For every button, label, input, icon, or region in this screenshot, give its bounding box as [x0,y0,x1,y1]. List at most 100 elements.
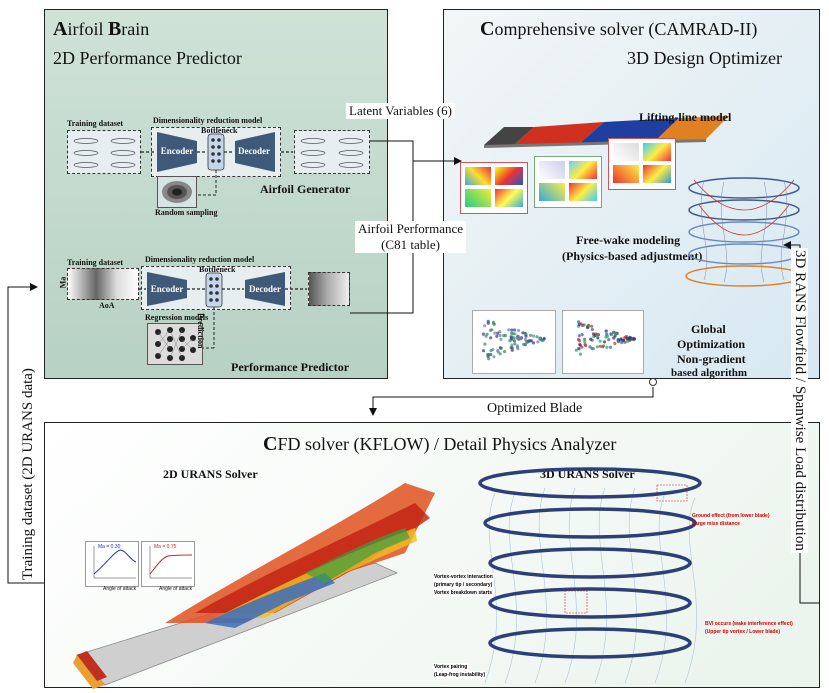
scatter-point [523,337,527,341]
scatter-point [510,343,514,347]
scatter-point [577,346,581,351]
scatter-point [498,346,502,350]
lifting-line-label: Lifting-line model [639,110,732,124]
airfoil-performance-label: Airfoil Performance (C81 table) [355,221,467,253]
scatter-point [512,339,516,343]
scatter-point [519,337,523,341]
scatter-point [538,337,542,341]
scatter-point [496,331,500,335]
gen-training-dataset-label: Training dataset [67,119,124,128]
scatter-point [502,334,506,338]
scatter-point [594,332,598,336]
aoa-axis-label-2: Angle of attack [159,586,193,592]
scatter-point [499,337,503,341]
scatter-point [524,334,528,338]
scatter-point [596,336,600,340]
scatter-point [527,339,531,343]
pred-aoa-label: AoA [99,301,115,310]
scatter-point [522,342,526,346]
scatter-point [493,331,497,335]
pred-training-map [67,268,139,300]
random-sampling-label: Random sampling [155,208,218,217]
pred-encoder-shape [139,272,307,349]
scatter-point [598,339,602,343]
scatter-plot-2 [562,310,644,374]
aoa-axis-label-1: Angle of attack [103,586,137,592]
scatter-point [595,345,599,349]
scatter-point [609,332,613,336]
scatter-point [496,348,500,353]
free-wake-label-2: (Physics-based adjustment) [562,249,703,263]
annot-primary-tip: (primary tip / secondary) [433,581,494,589]
scatter-point [489,353,493,357]
ma075-label: Ma = 0.75 [154,544,177,550]
scatter-point [623,340,627,344]
scatter-point [507,328,511,332]
scatter-point [510,328,514,332]
scatter-point [626,339,630,343]
scatter-point [577,334,581,338]
scatter-point [529,333,533,337]
scatter-point [491,320,496,324]
scatter-point [481,332,485,336]
annot-vortex-interaction: Vortex-vortex interaction [433,573,494,581]
scatter-point [486,321,490,325]
scatter-point [516,347,520,351]
gen-decoder-label: Decoder [238,146,270,156]
scatter-point [613,334,617,338]
annot-breakdown: Vortex breakdown starts [433,589,493,597]
scatter-point [590,324,594,328]
scatter-point [604,335,608,339]
generated-airfoils-icon [300,138,364,168]
scatter-point [498,333,502,337]
ma030-label: Ma = 0.30 [98,544,121,550]
scatter-point [616,340,620,344]
free-wake-illustration [685,177,803,287]
scatter-point [598,344,602,348]
scatter-point [605,345,609,349]
global-opt-label-1: Global [691,322,726,336]
annot-bvi: BVI occurs (wake interference effect) [705,621,793,627]
solver-subtitle: 3D Design Optimizer [627,48,782,68]
gen-training-dataset-box [67,130,141,174]
global-opt-label-2: Optimization [677,337,745,351]
scatter-point [498,330,502,334]
scatter-point [485,332,489,336]
scatter-point [604,329,608,333]
annot-ground-effect: Ground effect (from lower blade) [692,513,770,519]
scatter-point [589,337,593,341]
gen-dim-reduction-label: Dimensionality reduction model [153,116,263,125]
rotor-blade-illustration [484,116,729,148]
scatter-point [608,345,613,349]
scatter-point [486,353,490,357]
gen-bottleneck-label: Bottleneck [201,126,238,135]
scatter-point [490,328,494,332]
gen-output-box [294,130,370,174]
airfoil-brain-panel: Airfoil Brain 2D Performance Predictor T… [44,9,388,379]
scatter-point [503,350,507,354]
scatter-point [607,338,611,342]
cl-plot-ma030: Ma = 0.30 [85,541,139,587]
scatter-point [515,336,519,340]
latent-variables-label: Latent Variables (6) [346,103,455,119]
scatter-point [591,347,595,351]
scatter-point [580,323,584,327]
scatter-point [601,345,605,349]
scatter-point [489,349,493,353]
pred-bottleneck-label: Bottleneck [199,265,236,274]
brain-title: Airfoil Brain [53,18,150,40]
scatter-point [602,340,607,344]
scatter-point [630,337,634,341]
pred-encoder-label: Encoder [150,284,184,294]
regression-models-label: Regression models [145,313,209,322]
scatter-point [512,336,516,340]
urans2d-label: 2D URANS Solver [163,467,258,481]
scatter-point [619,338,623,342]
airfoil-shapes-icon [73,138,136,168]
free-wake-label-1: Free-wake modeling [576,233,681,247]
scatter-point [578,343,582,347]
global-opt-label-3: Non-gradient [677,352,746,366]
scatter-point [511,332,515,336]
scatter-point [510,348,514,352]
